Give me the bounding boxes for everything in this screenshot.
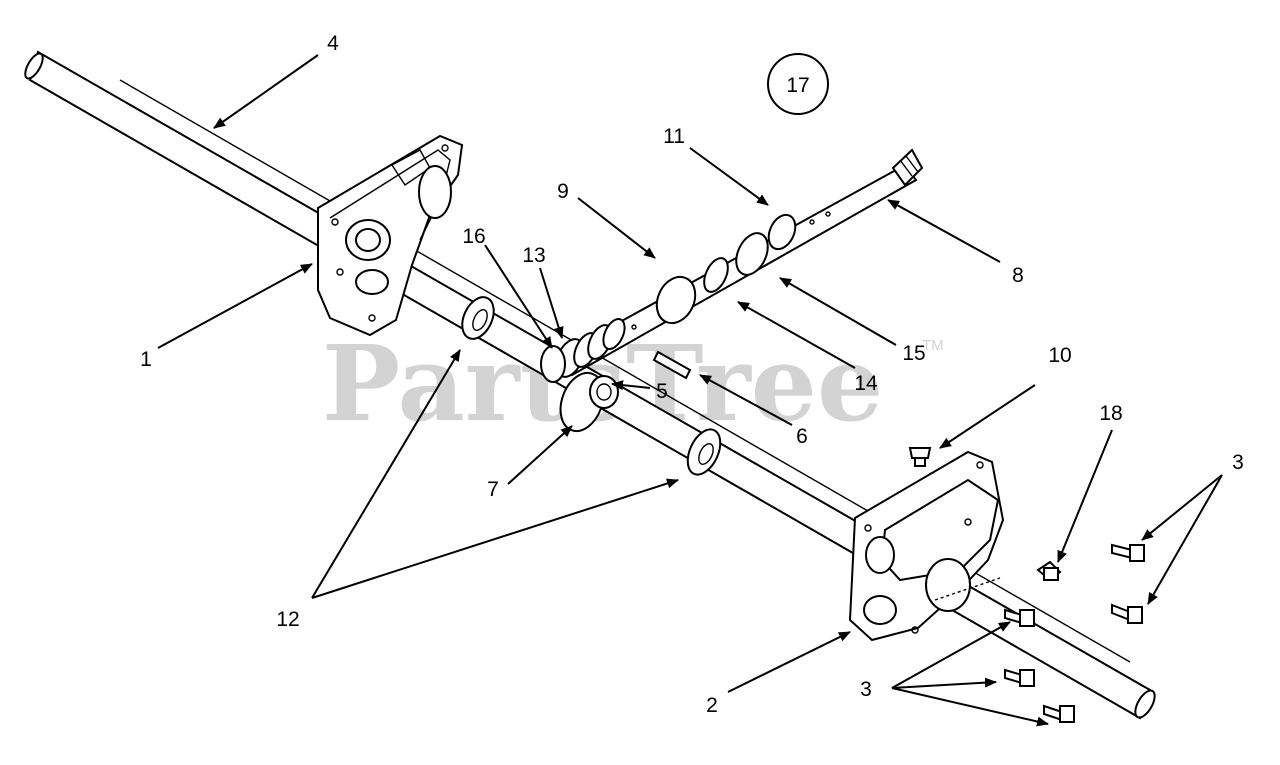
assembly-number: 17	[786, 74, 809, 97]
roll-pin	[652, 350, 692, 380]
callout-8: 8	[1012, 264, 1024, 287]
vent-plug	[908, 447, 932, 467]
bolt-3-b	[1111, 603, 1143, 624]
callout-10: 10	[1048, 344, 1071, 367]
callout-1: 1	[140, 348, 152, 371]
callout-16: 16	[462, 225, 485, 248]
callout-labels: 4 1 2 12 11 9 8 16 13 15 14 5 6 7 10 18 …	[140, 32, 1244, 717]
callout-12: 12	[276, 608, 299, 631]
bolt-18	[1036, 560, 1062, 582]
callout-9: 9	[557, 180, 569, 203]
trademark: TM	[922, 337, 944, 354]
bolt-3-e	[1043, 704, 1075, 723]
bolt-3-a	[1111, 543, 1145, 562]
callout-14: 14	[854, 372, 878, 395]
callout-13: 13	[522, 244, 545, 267]
callout-leaders	[157, 54, 1223, 727]
callout-3-bottom: 3	[860, 678, 872, 701]
callout-18: 18	[1099, 402, 1122, 425]
callout-15: 15	[902, 342, 925, 365]
left-housing	[317, 134, 464, 337]
worm-shaft	[540, 148, 924, 383]
callout-3-right: 3	[1232, 451, 1244, 474]
bolt-3-c	[1004, 608, 1035, 627]
callout-6: 6	[796, 425, 808, 448]
washer-left	[461, 296, 495, 340]
bolt-3-d	[1004, 668, 1035, 687]
callout-2: 2	[706, 694, 718, 717]
callout-4: 4	[327, 32, 339, 55]
callout-5: 5	[656, 380, 668, 403]
right-housing	[848, 450, 1005, 642]
washer-right	[686, 428, 722, 476]
worm-gear	[559, 371, 619, 433]
callout-11: 11	[663, 125, 685, 148]
assembly-number-badge: 17	[767, 53, 829, 115]
callout-7: 7	[487, 478, 499, 501]
